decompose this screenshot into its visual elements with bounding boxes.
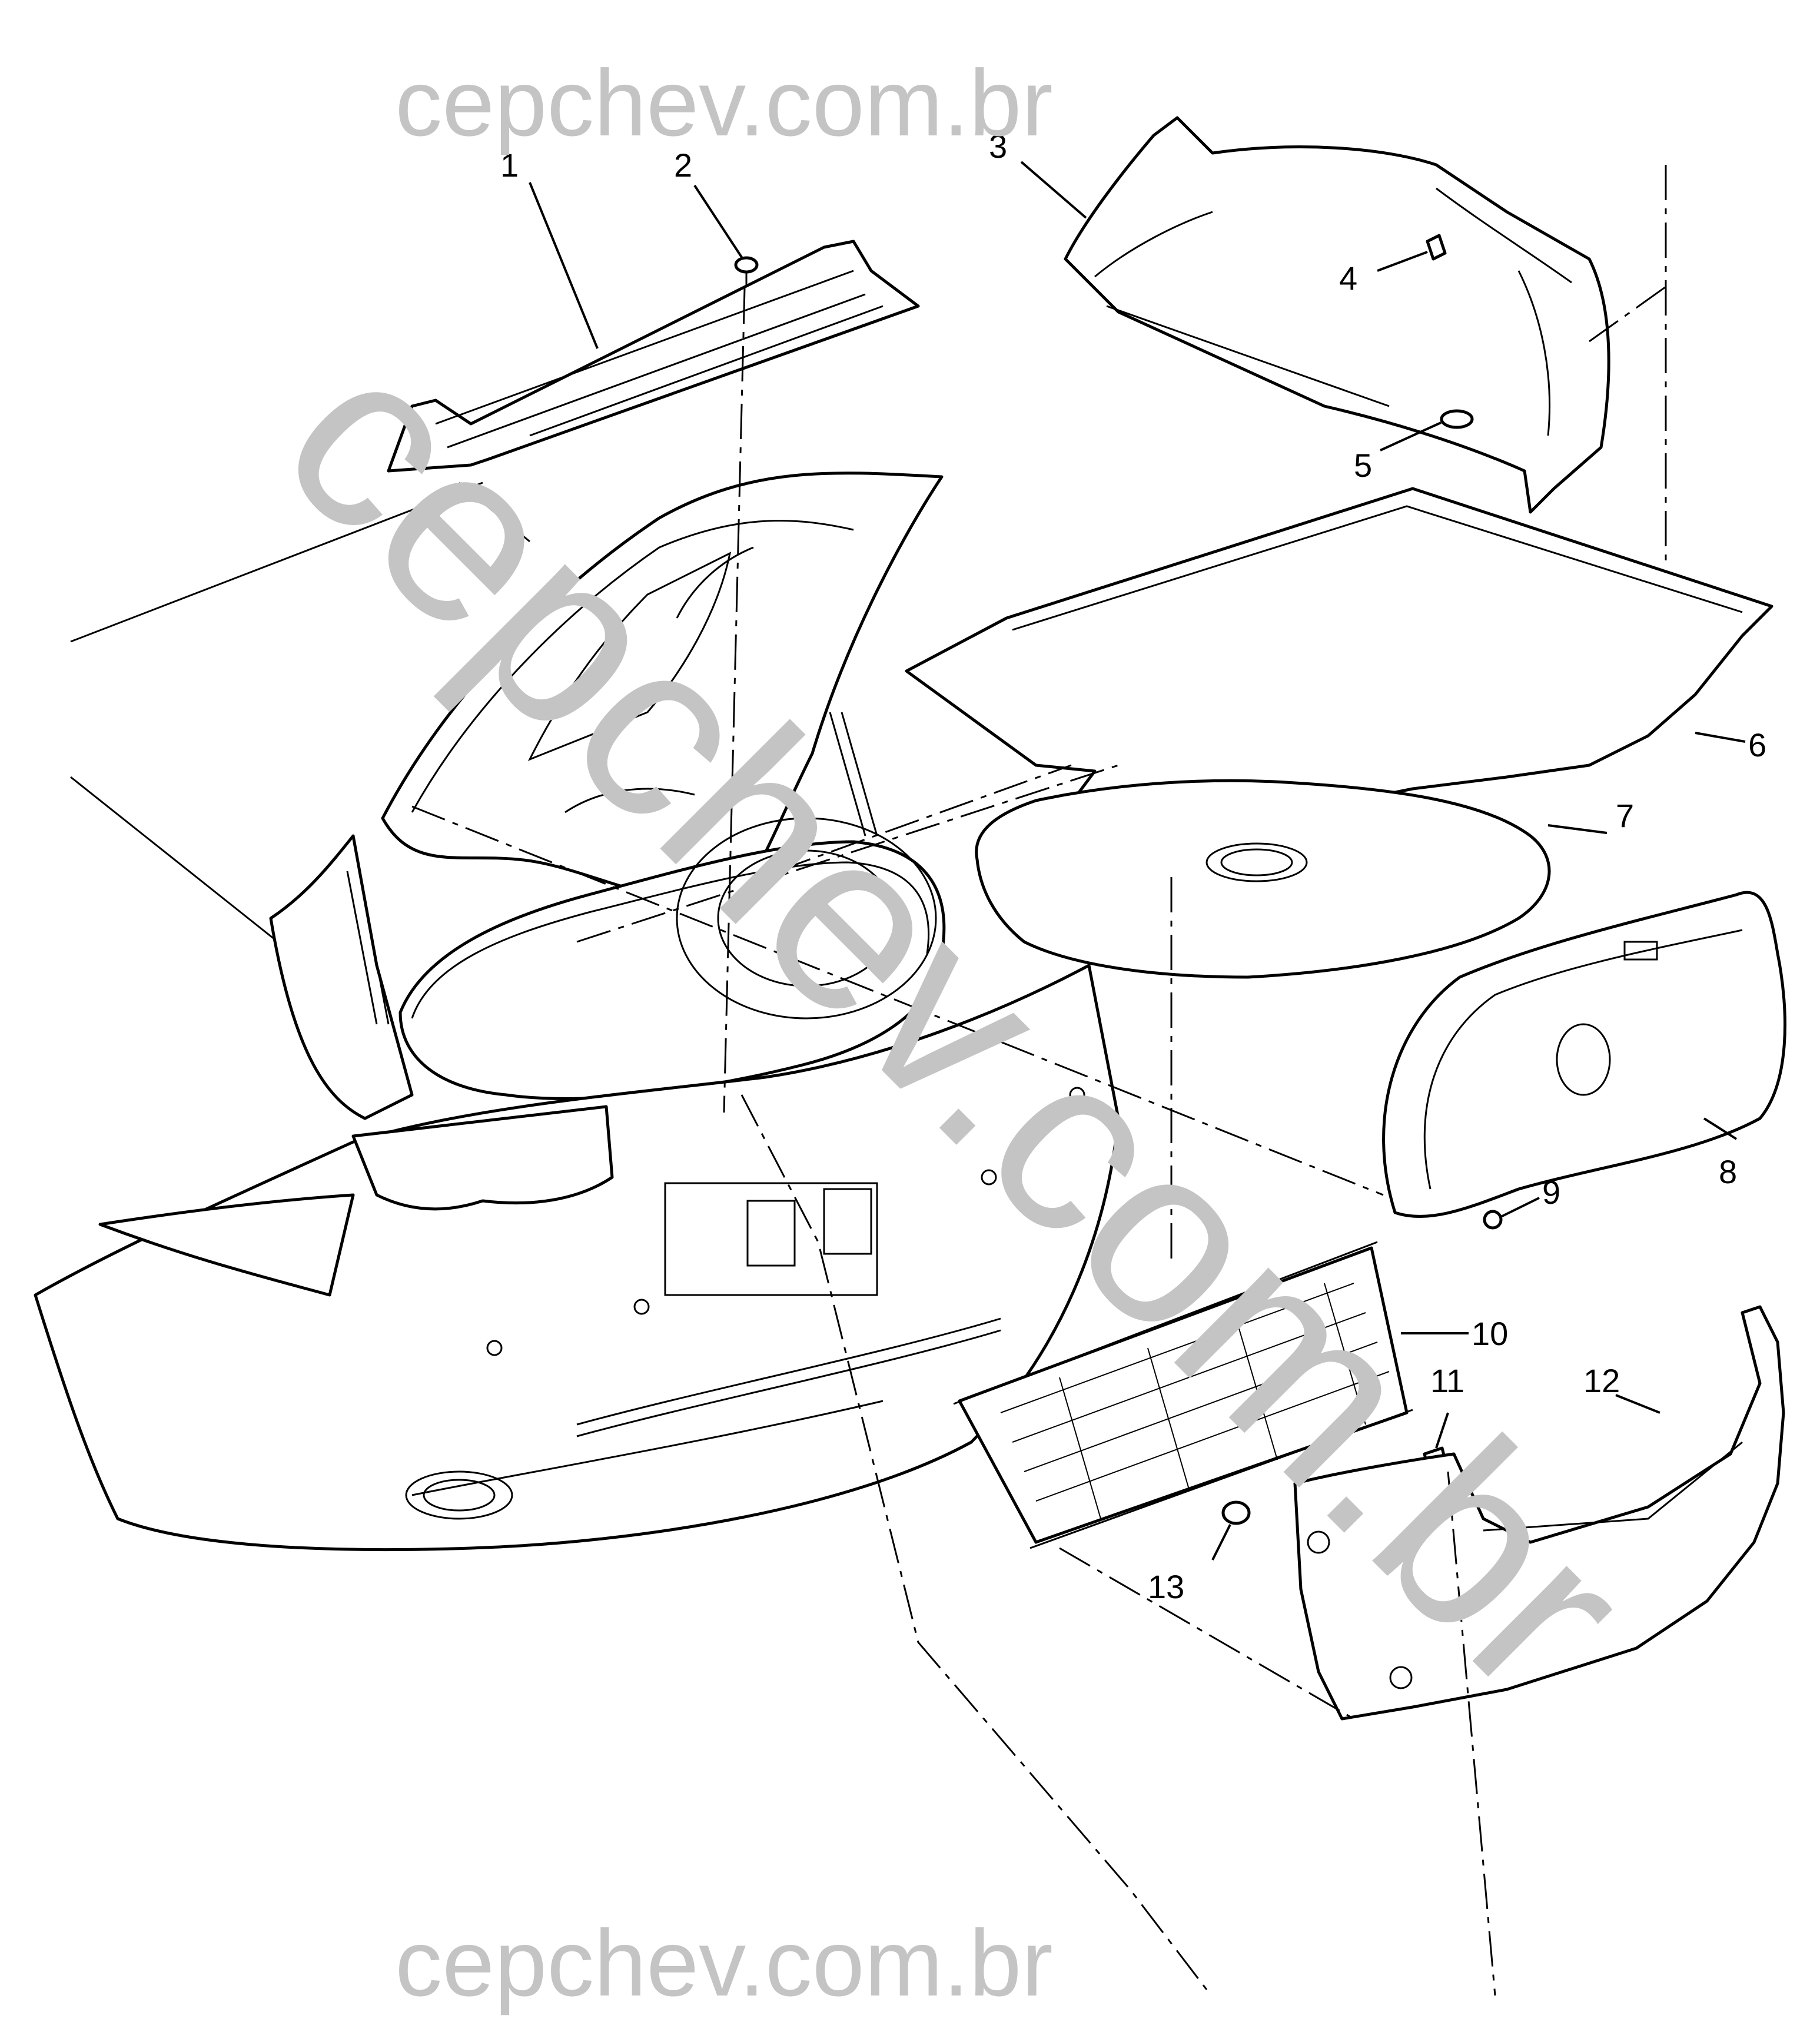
grommet-icon bbox=[1440, 409, 1474, 429]
watermark-top: cepchev.com.br bbox=[395, 50, 1053, 155]
callout-8: 8 bbox=[1719, 1153, 1737, 1190]
part-8-trim-panel bbox=[1382, 891, 1786, 1218]
part-7-spare-tire-cover bbox=[975, 779, 1551, 979]
callout-1: 1 bbox=[500, 147, 519, 184]
callout-labels: 1 2 3 4 5 6 7 8 9 10 11 12 13 bbox=[500, 128, 1766, 1605]
watermark-bottom: cepchev.com.br bbox=[395, 1910, 1053, 2016]
callout-2: 2 bbox=[674, 147, 692, 184]
callout-10: 10 bbox=[1472, 1315, 1508, 1352]
clip-fastener-icon bbox=[1426, 234, 1447, 261]
callout-4: 4 bbox=[1339, 260, 1357, 297]
trunk-lid-illustration bbox=[381, 472, 944, 902]
callout-3: 3 bbox=[989, 128, 1007, 165]
leader-lines bbox=[529, 161, 1746, 1560]
cargo-net-illustration bbox=[953, 1241, 1413, 1549]
part-1-trim-panel bbox=[387, 240, 920, 473]
part-6-floor-panel bbox=[905, 487, 1773, 820]
car-rear-illustration bbox=[34, 472, 1120, 1552]
bumper-stop-icon bbox=[1221, 1500, 1251, 1525]
callout-11: 11 bbox=[1430, 1362, 1464, 1399]
part-12-sill-trim bbox=[1293, 1305, 1785, 1721]
callout-6: 6 bbox=[1748, 726, 1766, 763]
callout-9: 9 bbox=[1542, 1174, 1560, 1211]
push-pin-fastener-icon bbox=[734, 256, 759, 285]
callout-12: 12 bbox=[1583, 1362, 1620, 1399]
phantom-lines bbox=[411, 165, 1672, 1996]
retainer-icon bbox=[1483, 1210, 1503, 1230]
callout-13: 13 bbox=[1148, 1568, 1184, 1605]
callout-5: 5 bbox=[1354, 447, 1372, 484]
callout-7: 7 bbox=[1616, 797, 1634, 834]
part-3-side-trim bbox=[1064, 116, 1610, 514]
